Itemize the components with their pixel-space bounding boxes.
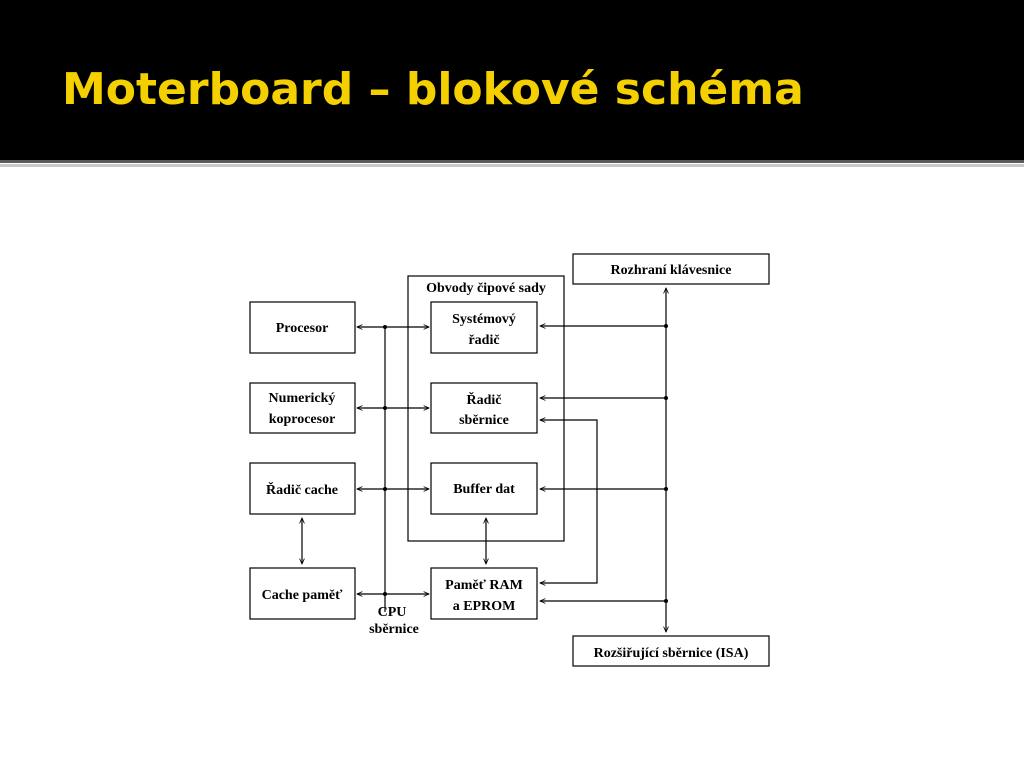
block-numericky-koprocesor: Numerický koprocesor [249,382,356,434]
block-rozhrani-klavesnice: Rozhraní klávesnice [572,253,770,285]
block-ram-label-1: Paměť RAM [445,578,523,593]
junction-dot [664,396,668,400]
block-buffer-dat: Buffer dat [430,462,538,515]
junction-dot [383,406,387,410]
block-buffer-dat-label: Buffer dat [453,482,515,497]
block-systemovy-label-2: řadič [468,333,499,348]
block-procesor-label: Procesor [276,321,329,336]
cpu-bus-label-1: CPU [378,605,407,620]
block-ram-label-2: a EPROM [453,599,516,614]
junction-dot [383,487,387,491]
block-radic-sbernice-label-2: sběrnice [459,413,509,428]
block-radic-sbernice: Řadič sběrnice [430,382,538,434]
block-cache-pamet-label: Cache paměť [262,588,343,603]
block-radic-cache-label: Řadič cache [266,481,338,498]
block-systemovy-radic: Systémový řadič [430,301,538,354]
junction-dot [383,592,387,596]
block-ram-eprom: Paměť RAM a EPROM [430,567,538,620]
title-bar: Moterboard – blokové schéma [0,0,1024,160]
chipset-label: Obvody čipové sady [426,281,546,296]
block-isa-sbernice: Rozšiřující sběrnice (ISA) [572,635,770,667]
block-procesor: Procesor [249,301,356,354]
junction-dot [664,599,668,603]
block-isa-label: Rozšiřující sběrnice (ISA) [594,646,749,661]
block-numericky-label-1: Numerický [269,391,336,406]
slide-title: Moterboard – blokové schéma [62,64,804,115]
block-klavesnice-label: Rozhraní klávesnice [611,263,732,278]
junction-dot [383,325,387,329]
junction-dot [664,324,668,328]
block-radic-cache: Řadič cache [249,462,356,515]
block-cache-pamet: Cache paměť [249,567,356,620]
block-radic-sbernice-label-1: Řadič [467,391,502,408]
link-radic-ram [540,420,598,583]
title-rule-dark [0,160,1024,163]
block-systemovy-label-1: Systémový [452,312,516,327]
junction-dot [664,487,668,491]
title-rule-light [0,164,1024,167]
cpu-bus-label-2: sběrnice [369,622,419,637]
block-numericky-label-2: koprocesor [269,412,336,427]
